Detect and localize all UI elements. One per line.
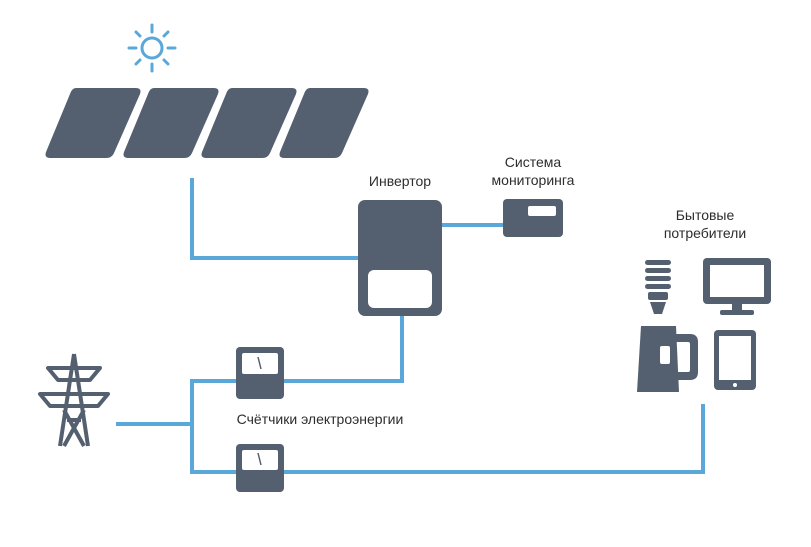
panel-to-inverter-line	[190, 178, 358, 260]
kettle-icon	[637, 326, 698, 392]
inverter-to-meter-line	[284, 316, 404, 383]
consumers-label-line2: потребители	[663, 225, 747, 241]
electricity-meter-icon	[236, 444, 284, 492]
meter-to-consumers-line	[284, 404, 705, 474]
solar-panel-icon	[45, 88, 369, 158]
power-pylon-icon	[38, 353, 110, 447]
pylon-to-meters-line	[116, 379, 236, 474]
monitoring-label-line1: Система	[504, 154, 562, 170]
electricity-meter-icon	[236, 347, 284, 399]
inverter-icon	[358, 200, 442, 316]
monitoring-label-line2: мониторинга	[491, 172, 575, 188]
meters-label: Счётчики электроэнергии	[236, 411, 404, 427]
tablet-icon	[714, 330, 756, 390]
sun-icon	[127, 23, 177, 73]
monitor-icon	[703, 258, 771, 315]
inverter-label: Инвертор	[368, 173, 432, 189]
monitoring-device-icon	[503, 199, 563, 237]
consumers-label-line1: Бытовые	[675, 207, 735, 223]
energy-saving-bulb-icon	[645, 260, 671, 314]
connection-lines	[116, 178, 705, 474]
